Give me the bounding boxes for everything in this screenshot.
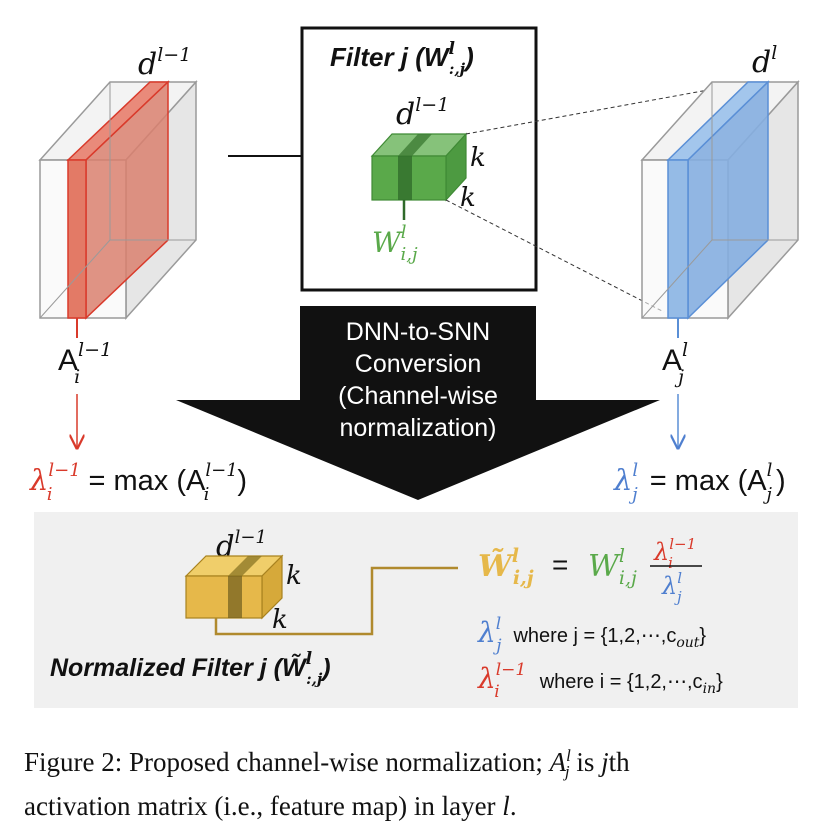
normalized-panel — [34, 512, 798, 708]
filter-k-label-1: k — [470, 143, 486, 173]
filter-k-label-2: k — [460, 183, 476, 213]
normalized-k-label-2: k — [272, 605, 288, 635]
left-feature-map — [38, 80, 198, 448]
conversion-line-4: normalization) — [339, 414, 496, 442]
normalized-connector — [214, 566, 458, 636]
gold-filter-cube — [184, 554, 284, 620]
normalized-k-label-1: k — [286, 561, 302, 591]
right-depth-label: dl — [752, 42, 777, 80]
normalized-depth-label: dl−1 — [216, 527, 267, 563]
conversion-line-3: (Channel-wise — [338, 382, 498, 410]
filter-depth-label: dl−1 — [396, 94, 449, 132]
conversion-line-2: Conversion — [355, 350, 481, 378]
figure-caption: Figure 2: Proposed channel-wise normaliz… — [24, 746, 630, 822]
filter-title: Filter j (Wl:,j) — [330, 39, 474, 78]
left-depth-label: dl−1 — [138, 44, 191, 82]
right-feature-map — [640, 80, 800, 448]
normalized-equals: = — [552, 549, 568, 580]
green-filter-cube — [370, 132, 468, 220]
conversion-arrow — [176, 306, 660, 500]
projection-line-bottom — [445, 199, 665, 313]
normalized-filter-title: Normalized Filter j (W̃l:,j) — [50, 649, 331, 688]
conversion-line-1: DNN-to-SNN — [346, 318, 490, 346]
